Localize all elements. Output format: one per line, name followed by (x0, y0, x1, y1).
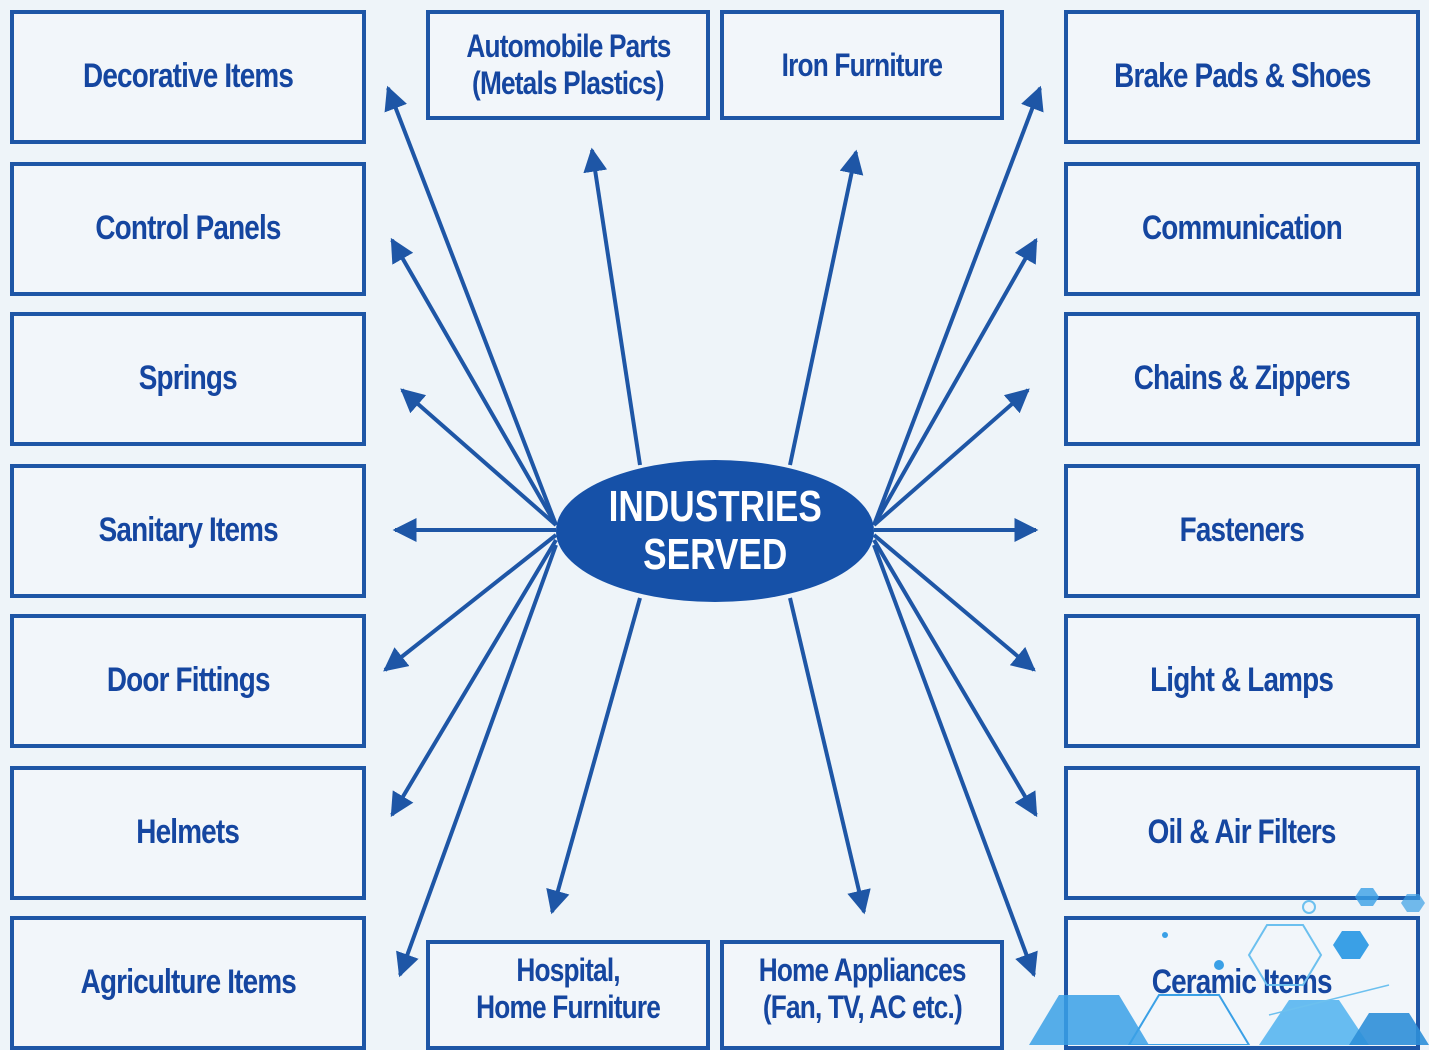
left-item-label: Decorative Items (82, 57, 294, 96)
connector-arrow-15 (583, 147, 642, 466)
left-item-helmets: Helmets (10, 766, 366, 900)
connector-arrow-17 (546, 597, 642, 915)
bottom-item-home-appliances: Home Appliances (Fan, TV, AC etc.) (720, 940, 1004, 1050)
connector-arrow-16 (788, 149, 864, 466)
connector-arrow-3 (400, 388, 558, 527)
left-item-agriculture-items: Agriculture Items (10, 916, 366, 1050)
left-item-springs: Springs (10, 312, 366, 446)
top-item-automobile-parts: Automobile Parts (Metals Plastics) (426, 10, 710, 120)
bottom-item-line2: (Fan, TV, AC etc.) (762, 988, 962, 1025)
connector-arrow-2 (390, 237, 558, 526)
left-item-decorative-items: Decorative Items (10, 10, 366, 144)
right-item-label: Light & Lamps (1150, 661, 1335, 700)
right-item-light-lamps: Light & Lamps (1064, 614, 1420, 748)
right-item-label: Chains & Zippers (1133, 359, 1351, 398)
left-item-label: Door Fittings (106, 661, 271, 700)
right-item-communication: Communication (1064, 162, 1420, 296)
left-item-control-panels: Control Panels (10, 162, 366, 296)
bottom-item-hospital-home-furniture: Hospital, Home Furniture (426, 940, 710, 1050)
top-item-iron-furniture: Iron Furniture (720, 10, 1004, 120)
connector-arrow-6 (390, 538, 558, 818)
hub-label: INDUSTRIES SERVED (608, 482, 822, 579)
left-item-label: Sanitary Items (98, 511, 278, 550)
left-item-label: Control Panels (95, 209, 281, 248)
top-item-line1: Iron Furniture (781, 46, 943, 83)
top-item-line1: Automobile Parts (465, 28, 671, 65)
left-item-label: Springs (138, 359, 238, 398)
connector-arrow-8 (872, 85, 1044, 526)
right-item-label: Brake Pads & Shoes (1113, 57, 1371, 96)
connector-arrow-10 (872, 388, 1030, 527)
connector-arrow-12 (872, 533, 1036, 672)
top-item-line2: (Metals Plastics) (472, 65, 665, 101)
right-item-oil-air-filters: Oil & Air Filters (1064, 766, 1420, 900)
right-item-label: Communication (1141, 209, 1343, 248)
left-item-sanitary-items: Sanitary Items (10, 464, 366, 598)
connector-arrow-9 (872, 237, 1038, 526)
connector-arrow-1 (384, 85, 558, 526)
bottom-item-line2: Home Furniture (476, 988, 661, 1025)
bottom-item-line1: Home Appliances (758, 952, 967, 988)
connector-arrow-14 (872, 544, 1038, 978)
left-item-label: Helmets (136, 813, 241, 852)
bottom-item-line1: Hospital, (516, 952, 620, 988)
connector-arrow-5 (383, 533, 558, 672)
left-item-label: Agriculture Items (80, 963, 296, 1002)
right-item-brake-pads-shoes: Brake Pads & Shoes (1064, 10, 1420, 144)
left-item-door-fittings: Door Fittings (10, 614, 366, 748)
right-item-chains-zippers: Chains & Zippers (1064, 312, 1420, 446)
connector-arrow-7 (396, 544, 558, 978)
right-item-label: Oil & Air Filters (1148, 813, 1337, 852)
connector-arrow-13 (872, 538, 1038, 818)
right-item-label: Fasteners (1179, 511, 1305, 550)
industries-served-hub: INDUSTRIES SERVED (556, 460, 874, 602)
right-item-fasteners: Fasteners (1064, 464, 1420, 598)
connector-arrow-18 (788, 597, 871, 915)
hexagon-pattern-decoration (1029, 888, 1429, 1045)
